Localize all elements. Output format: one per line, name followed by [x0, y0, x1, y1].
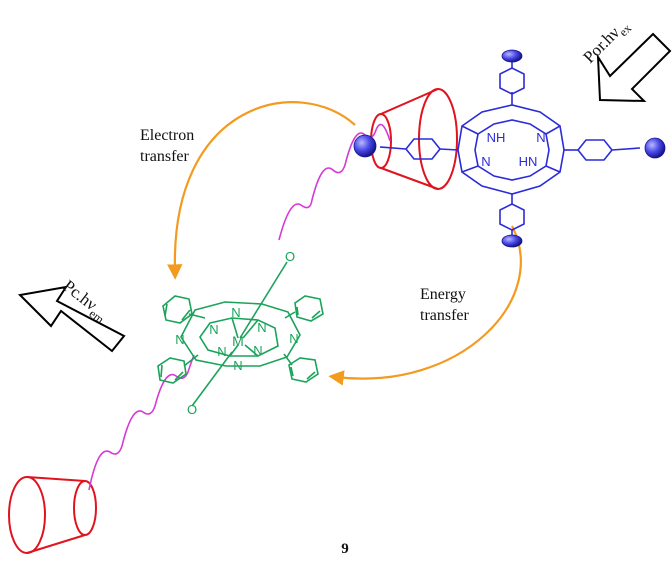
linker-chain-lower: [88, 354, 195, 491]
svg-text:N: N: [209, 322, 218, 337]
porphyrin-atom-labels: NH N N HN: [481, 130, 545, 169]
stopper-ellipse-top: [501, 49, 523, 63]
svg-text:N: N: [253, 343, 262, 358]
electron-transfer-arrow: [167, 101, 356, 280]
linker-chain-upper: [278, 123, 391, 241]
svg-text:N: N: [536, 130, 545, 145]
compound-number: 9: [341, 541, 349, 557]
svg-text:N: N: [175, 332, 184, 347]
metal-center: M: [232, 333, 244, 349]
linker-oxygen-upper: O: [285, 249, 295, 264]
stopper-ellipse-bottom: [501, 234, 523, 248]
emission-arrow: [17, 285, 126, 353]
porphyrin-nh: NH: [487, 130, 506, 145]
svg-text:N: N: [289, 331, 298, 346]
svg-text:N: N: [233, 358, 242, 373]
stopper-groups: [353, 49, 666, 248]
energy-transfer-arrow: [328, 225, 522, 386]
stopper-sphere-right: [644, 137, 666, 159]
porphyrin-core: [379, 60, 641, 238]
electron-transfer-label: Electron transfer: [140, 127, 198, 165]
svg-text:N: N: [217, 344, 226, 359]
linker-oxygen-lower: O: [187, 402, 197, 417]
stopper-sphere-left: [353, 134, 377, 158]
svg-text:N: N: [231, 305, 240, 320]
phthalocyanine-atom-labels: O O M N N N N N N N N: [175, 249, 298, 417]
svg-text:N: N: [257, 320, 266, 335]
energy-transfer-label: Energy transfer: [420, 286, 470, 324]
svg-text:N: N: [481, 154, 490, 169]
porphyrin-hn: HN: [519, 154, 538, 169]
excitation-arrow: [596, 32, 672, 103]
phthalocyanine-core: [157, 261, 324, 407]
cyclodextrin-cone-lower: [8, 476, 97, 554]
